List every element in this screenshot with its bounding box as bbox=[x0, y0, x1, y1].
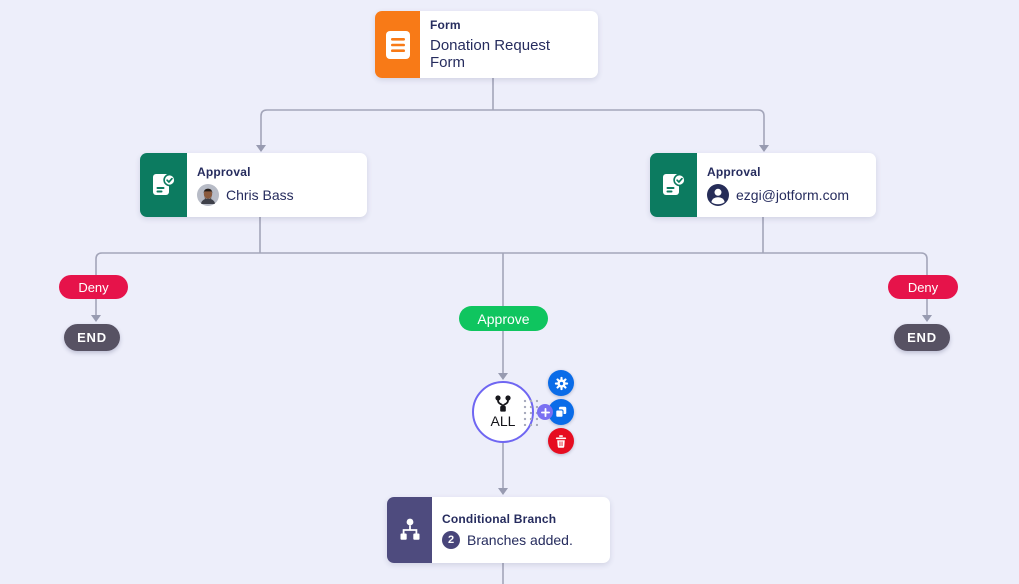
conditional-node-type: Conditional Branch bbox=[442, 511, 557, 526]
deny-branch-label-right: Deny bbox=[888, 275, 958, 299]
form-node-type: Form bbox=[430, 18, 461, 32]
approval-icon-section bbox=[650, 153, 697, 217]
delete-button[interactable] bbox=[548, 428, 574, 454]
end-node-right: END bbox=[894, 324, 950, 351]
branches-added-text: Branches added. bbox=[467, 531, 573, 548]
form-node-body: Form Donation Request Form bbox=[420, 11, 598, 78]
form-node-title: Donation Request Form bbox=[430, 37, 551, 71]
merge-branches-icon bbox=[495, 395, 511, 412]
approval-node-type: Approval bbox=[707, 164, 761, 179]
chris-bass-avatar bbox=[197, 183, 219, 206]
sitemap-icon bbox=[400, 518, 419, 540]
approval-node-body: Approval Chris Bass bbox=[187, 153, 367, 217]
assignee-row: ezgi@jotform.com bbox=[707, 183, 864, 206]
add-node-button[interactable] bbox=[537, 404, 553, 420]
trash-icon bbox=[555, 434, 567, 448]
form-node[interactable]: Form Donation Request Form bbox=[375, 11, 598, 78]
end-node-left: END bbox=[64, 324, 120, 351]
branches-row: 2 Branches added. bbox=[442, 530, 598, 549]
plus-icon bbox=[540, 407, 550, 417]
approval-node-type: Approval bbox=[197, 164, 251, 179]
approval-document-check-icon bbox=[152, 173, 176, 195]
form-icon-section bbox=[375, 11, 420, 78]
assignee-row: Chris Bass bbox=[197, 183, 355, 206]
form-document-icon bbox=[385, 30, 410, 59]
approval-document-check-icon bbox=[662, 173, 686, 195]
deny-branch-label-left: Deny bbox=[59, 275, 128, 299]
assignee-email: ezgi@jotform.com bbox=[736, 186, 850, 203]
drag-handle-dots[interactable] bbox=[521, 397, 538, 426]
merge-node-label: ALL bbox=[490, 413, 516, 429]
conditional-icon-section bbox=[387, 497, 432, 563]
branch-count-badge: 2 bbox=[442, 530, 460, 549]
approval-node-body: Approval ezgi@jotform.com bbox=[697, 153, 876, 217]
approval-icon-section bbox=[140, 153, 187, 217]
conditional-node-body: Conditional Branch 2 Branches added. bbox=[432, 497, 610, 563]
user-icon bbox=[707, 183, 729, 206]
assignee-name: Chris Bass bbox=[226, 186, 294, 203]
approve-branch-label: Approve bbox=[459, 306, 548, 331]
approval-node-chris-bass[interactable]: Approval Chris Bass bbox=[140, 153, 367, 217]
conditional-branch-node[interactable]: Conditional Branch 2 Branches added. bbox=[387, 497, 610, 563]
gear-icon bbox=[554, 376, 568, 390]
approval-node-ezgi[interactable]: Approval ezgi@jotform.com bbox=[650, 153, 876, 217]
copy-icon bbox=[555, 406, 567, 418]
settings-button[interactable] bbox=[548, 370, 574, 396]
